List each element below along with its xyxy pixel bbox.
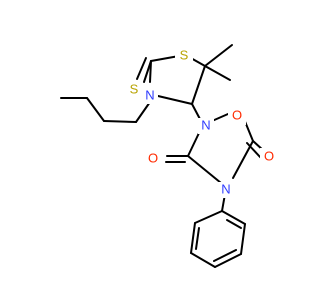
atom-label-masks [126, 47, 278, 198]
bond-c5-methyl-1 [204, 44, 233, 67]
bond-c4-c5 [191, 65, 206, 105]
bonds [60, 44, 265, 268]
oxadiazolidine-nitrogen-label: N [201, 117, 210, 132]
thiazolidine-nitrogen-label: N [145, 87, 154, 102]
phenyl-nitrogen-label: N [221, 181, 230, 196]
bond-n4-c3 [187, 155, 222, 184]
mask-oxadiazole-n [198, 118, 214, 134]
bond-c5-o-2 [246, 142, 262, 159]
mask-phenyl-n [218, 182, 234, 198]
bond-phenyl-inner-1 [226, 219, 242, 229]
bond-c5-methyl-2 [204, 65, 231, 81]
bond-butyl-3 [86, 97, 105, 122]
bond-phenyl-inner-3 [195, 227, 200, 250]
bond-butyl-2 [103, 120, 137, 123]
bond-phenyl-2 [240, 223, 246, 255]
bond-c2-n3 [149, 60, 152, 83]
bond-n3-butyl-1 [135, 101, 151, 123]
mask-left-o [144, 150, 162, 168]
bond-n2-o1 [211, 113, 229, 122]
mask-right-o [260, 148, 278, 166]
bond-phenyl-5 [190, 222, 196, 254]
atom-labels: S S N N O O O N [130, 47, 274, 196]
bond-phenyl-1 [221, 210, 246, 225]
bond-c3-n2 [187, 132, 200, 157]
bond-phenyl-inner-2 [213, 249, 237, 262]
mask-thione-s [126, 82, 142, 98]
mask-ring-o [228, 107, 246, 125]
ring-sulfur-label: S [180, 47, 189, 62]
bond-phenyl-3 [214, 253, 242, 268]
right-carbonyl-oxygen-label: O [264, 148, 274, 163]
thione-sulfur-label: S [130, 81, 139, 96]
mask-ring-n [142, 88, 158, 104]
left-carbonyl-oxygen-label: O [148, 150, 158, 165]
chemical-structure-diagram: S S N N O O O N [60, 44, 278, 268]
bond-phenyl-4 [190, 252, 216, 268]
molecule-canvas: S S N N O O O N [60, 44, 278, 268]
bond-c2-s-exocyclic-2 [136, 57, 147, 80]
bond-s-c2 [150, 55, 180, 62]
mask-ring-s [175, 47, 193, 65]
bond-n3-c4 [157, 95, 193, 105]
ring-oxygen-label: O [232, 107, 242, 122]
bond-phenyl-6 [194, 210, 223, 224]
